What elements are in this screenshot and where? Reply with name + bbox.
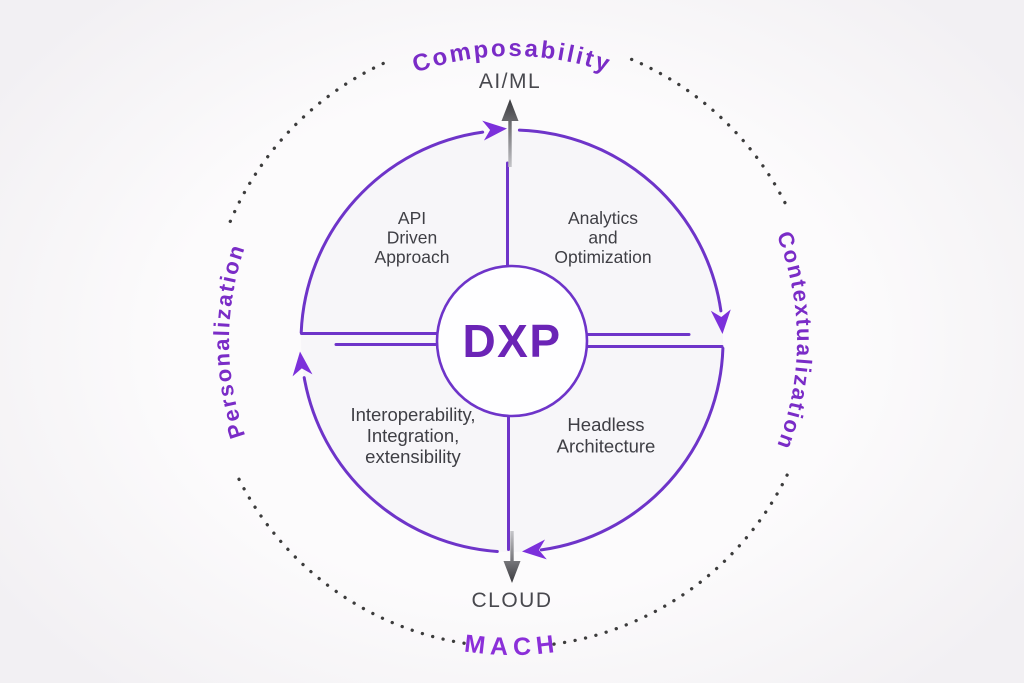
quadrant-label-line: Approach (375, 247, 450, 267)
sector-fill-bottom-left (301, 341, 512, 552)
quadrant-label-line: Integration, (367, 425, 460, 446)
quadrant-label-line: Architecture (557, 436, 656, 457)
quadrant-fills (301, 130, 723, 552)
dotted-circle (228, 57, 789, 647)
axis-arrow-down-head-icon (503, 561, 521, 583)
quadrant-label-line: Driven (387, 228, 438, 248)
sector-fill-top-left (301, 130, 512, 341)
quadrant-label-line: API (398, 208, 426, 228)
arc-top-right (517, 128, 723, 313)
quadrant-label-top-left: API Driven Approach (375, 208, 450, 267)
quadrant-label-line: extensibility (365, 446, 461, 467)
axis-arrow-down-shaft (510, 531, 514, 563)
arrowhead-left-icon (292, 351, 313, 377)
arrowhead-right-icon (710, 309, 731, 334)
center-circle (435, 264, 589, 418)
arc-bottom-left (302, 376, 499, 553)
outer-label-personalization: Personalization (209, 240, 250, 442)
radial-lines (300, 161, 724, 551)
quadrant-label-line: Optimization (554, 247, 651, 267)
quadrant-label-bottom-left: Interoperability, Integration, extensibi… (350, 404, 475, 467)
flow-arrowheads (292, 120, 731, 560)
quadrant-label-line: Headless (567, 414, 644, 435)
dotted-arc-top-right (629, 57, 789, 209)
axis-arrow-up (501, 99, 519, 167)
outer-label-contextualization: Contextualization (772, 228, 817, 454)
center-label: DXP (462, 315, 561, 367)
arc-top-left (299, 130, 485, 334)
flow-arcs (299, 128, 725, 553)
quadrant-label-top-right: Analytics and Optimization (554, 208, 651, 267)
dotted-arc-bottom-right (542, 473, 789, 647)
arrowhead-top-icon (482, 120, 507, 141)
axis-arrow-up-head-icon (501, 99, 519, 121)
sector-fill-bottom-right (512, 341, 723, 552)
quadrant-label-line: and (588, 228, 617, 248)
axis-label-bottom: CLOUD (471, 589, 552, 612)
axis-label-top: AI/ML (479, 70, 541, 93)
arc-bottom-right (539, 346, 725, 552)
sector-fill-top-right (512, 130, 723, 341)
axis-arrow-down (503, 531, 521, 583)
axis-arrow-up-shaft (508, 117, 512, 167)
dotted-arc-top-left (228, 57, 395, 224)
quadrant-label-line: Interoperability, (350, 404, 475, 425)
arrowhead-bottom-icon (522, 539, 547, 560)
quadrant-label-line: Analytics (568, 208, 638, 228)
outer-label-mach: MACH (463, 630, 561, 662)
quadrant-label-bottom-right: Headless Architecture (557, 414, 656, 457)
